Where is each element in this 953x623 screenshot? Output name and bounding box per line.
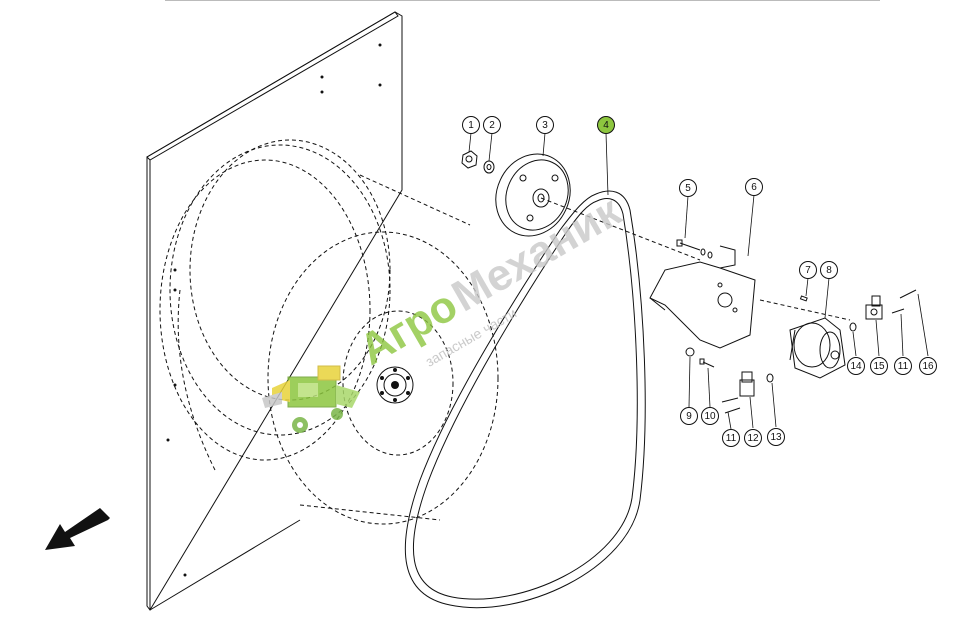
callout-circle bbox=[536, 116, 554, 134]
back-panel bbox=[146, 11, 403, 611]
watermark: Агро Механик запасные части bbox=[351, 186, 629, 375]
bolt-10-part bbox=[699, 358, 715, 368]
callout-11: 11 bbox=[894, 357, 912, 375]
callout-13: 13 bbox=[767, 428, 785, 446]
callout-number: 13 bbox=[770, 432, 782, 443]
watermark-brand-1: Агро bbox=[351, 280, 465, 374]
v-belt-part bbox=[404, 190, 646, 609]
callout-number: 16 bbox=[922, 361, 934, 372]
fan-hub-icon bbox=[376, 366, 414, 404]
callout-number: 14 bbox=[850, 361, 862, 372]
callout-number: 6 bbox=[751, 182, 757, 193]
callout-number: 2 bbox=[489, 120, 495, 131]
callout-number: 11 bbox=[726, 433, 737, 444]
bolt-part bbox=[676, 239, 713, 259]
callout-circle bbox=[820, 261, 838, 279]
callout-circle bbox=[462, 116, 480, 134]
callout-circle bbox=[745, 178, 763, 196]
callout-4: 4 bbox=[597, 116, 615, 134]
callout-number: 12 bbox=[747, 433, 759, 444]
callout-7: 7 bbox=[799, 261, 817, 279]
callout-14: 14 bbox=[847, 357, 865, 375]
callout-number: 10 bbox=[704, 411, 716, 422]
pulley-part bbox=[495, 153, 701, 261]
bracket-part bbox=[649, 245, 851, 349]
key-part bbox=[799, 295, 808, 302]
callout-5: 5 bbox=[679, 179, 697, 197]
callout-circle bbox=[680, 407, 698, 425]
callout-circle bbox=[767, 428, 785, 446]
callout-circle bbox=[597, 116, 615, 134]
callout-6: 6 bbox=[745, 178, 763, 196]
callout-12: 12 bbox=[744, 429, 762, 447]
callout-circle bbox=[870, 357, 888, 375]
callout-circle bbox=[847, 357, 865, 375]
callout-number: 11 bbox=[898, 361, 909, 372]
callout-15: 15 bbox=[870, 357, 888, 375]
callout-circle bbox=[483, 116, 501, 134]
callout-number: 4 bbox=[603, 120, 609, 131]
callout-10: 10 bbox=[701, 407, 719, 425]
fan-housing bbox=[159, 139, 499, 525]
washer-part bbox=[483, 160, 495, 174]
leader-lines bbox=[468, 132, 929, 430]
callout-3: 3 bbox=[536, 116, 554, 134]
callout-number: 5 bbox=[685, 183, 691, 194]
callout-number: 8 bbox=[826, 265, 832, 276]
callout-9: 9 bbox=[680, 407, 698, 425]
washer-9-part bbox=[685, 347, 695, 357]
callout-number: 3 bbox=[542, 120, 548, 131]
callout-11: 11 bbox=[722, 429, 740, 447]
callout-1: 1 bbox=[462, 116, 480, 134]
callout-circle bbox=[919, 357, 937, 375]
o-ring-part bbox=[849, 322, 857, 332]
callout-number: 15 bbox=[873, 361, 885, 372]
elbow-fitting-part bbox=[721, 371, 774, 414]
nut-part bbox=[461, 150, 478, 169]
callout-circle bbox=[799, 261, 817, 279]
callout-circle bbox=[679, 179, 697, 197]
callout-16: 16 bbox=[919, 357, 937, 375]
callout-number: 9 bbox=[686, 411, 692, 422]
hydraulic-pump-part bbox=[789, 317, 846, 379]
callout-number: 1 bbox=[468, 120, 474, 131]
callout-number: 7 bbox=[805, 265, 811, 276]
combine-harvester-icon bbox=[262, 365, 360, 433]
callout-circle bbox=[894, 357, 912, 375]
callout-8: 8 bbox=[820, 261, 838, 279]
callout-circle bbox=[722, 429, 740, 447]
callout-circle bbox=[744, 429, 762, 447]
arrow-down-left-icon bbox=[45, 508, 110, 550]
callout-2: 2 bbox=[483, 116, 501, 134]
fitting-part bbox=[865, 289, 917, 320]
callout-circle bbox=[701, 407, 719, 425]
